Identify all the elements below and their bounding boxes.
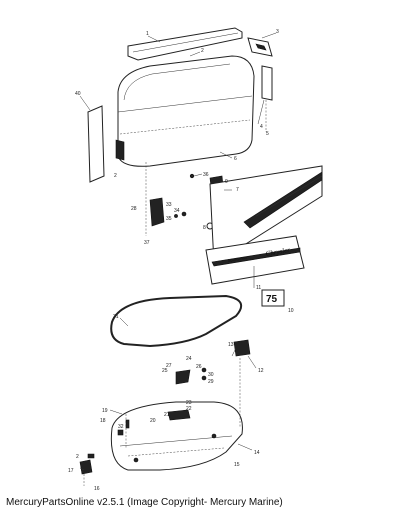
callout: 11 — [256, 285, 261, 291]
callout: 9 — [225, 179, 228, 185]
callout: 16 — [94, 486, 100, 490]
callout: 35 — [166, 216, 172, 222]
callout: 23 — [186, 400, 192, 406]
callout: 40 — [75, 91, 81, 97]
callout: 18 — [100, 418, 106, 424]
callout: 7 — [236, 187, 239, 193]
callout: 36 — [203, 172, 209, 178]
callout: 22 — [186, 406, 192, 412]
callout: 14 — [254, 450, 260, 456]
bottom-cowl-part — [110, 401, 243, 471]
callout: 31 — [113, 314, 119, 320]
callout: 3 — [276, 29, 279, 35]
hp-decal-part — [261, 289, 285, 307]
leader-lines — [79, 32, 277, 471]
callout: 17 — [68, 468, 74, 474]
top-cowl-trim-part — [127, 27, 243, 61]
callout: 19 — [102, 408, 108, 414]
callout: 34 — [174, 208, 180, 214]
callout: 5 — [266, 131, 269, 137]
callout: 33 — [166, 202, 172, 208]
hp-decal-text: 75 — [266, 294, 278, 305]
callout: 25 — [162, 368, 168, 374]
callout: 1 — [146, 31, 149, 37]
callout: 21 — [164, 412, 170, 418]
callout: 27 — [166, 363, 172, 369]
callout-labels: 1 2 3 40 4 5 6 2 36 9 7 28 33 34 35 8 37… — [68, 29, 294, 490]
image-copyright-caption: MercuryPartsOnline v2.5.1 (Image Copyrig… — [6, 497, 283, 508]
callout: 15 — [234, 462, 240, 468]
callout: 13 — [228, 342, 234, 348]
callout: 6 — [234, 156, 237, 162]
callout: 32 — [118, 424, 124, 430]
callout: 12 — [258, 368, 264, 374]
side-decal-part — [205, 165, 323, 285]
top-cowl-part — [115, 55, 255, 167]
callout: 2 — [114, 173, 117, 179]
parts-exploded-diagram: 1 2 3 40 4 5 6 2 36 9 7 28 33 34 35 8 37… — [68, 27, 323, 490]
callout: 4 — [260, 124, 263, 130]
cowl-seal-part — [110, 294, 243, 348]
side-panel-part — [87, 105, 105, 183]
callout: 8 — [203, 225, 206, 231]
callout: 2 — [201, 48, 204, 54]
callout: 30 — [208, 372, 214, 378]
bottom-hardware — [79, 339, 251, 486]
callout: 29 — [208, 379, 214, 385]
callout: 24 — [186, 356, 192, 362]
callout: 20 — [150, 418, 156, 424]
callout: 2 — [76, 454, 79, 460]
callout: 10 — [288, 308, 294, 314]
callout: 28 — [131, 206, 137, 212]
decal-series-text: Sportsman — [227, 255, 247, 263]
rear-bracket-part — [247, 37, 273, 57]
callout: 26 — [196, 364, 202, 370]
callout: 37 — [144, 240, 150, 246]
latch-post-part — [261, 65, 273, 132]
